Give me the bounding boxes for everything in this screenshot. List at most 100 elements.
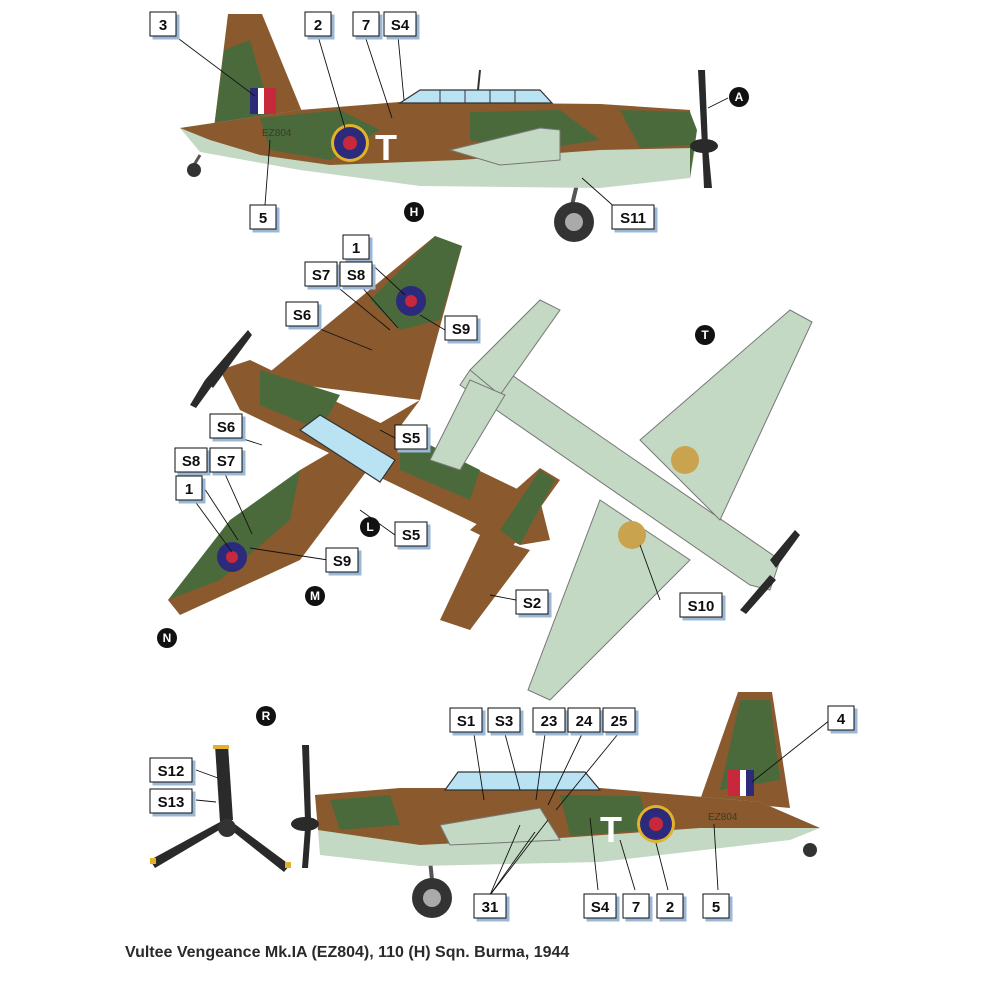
aerial-mast (477, 69, 481, 91)
svg-text:S13: S13 (158, 794, 185, 811)
callout-s8-upper: S8 (339, 261, 373, 287)
circle-callout-r: R (256, 706, 276, 726)
callout-7-top: 7 (352, 11, 380, 37)
svg-text:S7: S7 (217, 453, 235, 470)
canopy-right (443, 771, 602, 791)
callout-s10: S10 (679, 592, 723, 618)
propeller-hub (218, 819, 236, 837)
propeller-lower (740, 575, 776, 614)
canopy-upper (298, 414, 396, 483)
callout-s4-bottom: S4 (583, 893, 617, 919)
fin-flash-left (264, 88, 276, 114)
svg-text:S9: S9 (452, 321, 470, 338)
callout-s6-upper: S6 (285, 301, 319, 327)
callout-s5-upper: S5 (394, 424, 428, 450)
callout-7-bottom: 7 (622, 893, 650, 919)
callout-4: 4 (827, 705, 855, 731)
svg-text:31: 31 (482, 899, 499, 916)
callout-1-lower: 1 (175, 475, 203, 501)
propeller-detail (150, 745, 291, 872)
spinner-right (291, 817, 319, 831)
svg-text:25: 25 (611, 713, 628, 730)
wheel-well-lower-1 (671, 446, 699, 474)
svg-text:R: R (262, 709, 271, 723)
callout-s9-lower: S9 (325, 547, 359, 573)
circle-callout-a: A (729, 87, 749, 107)
svg-text:S5: S5 (402, 527, 420, 544)
callout-s3: S3 (487, 707, 521, 733)
leader-lines (174, 35, 831, 896)
svg-text:N: N (163, 631, 172, 645)
circle-callouts: A H L M N T R (157, 87, 749, 726)
side-view-right: T EZ804 (291, 692, 820, 918)
callout-s6-lower: S6 (209, 413, 243, 439)
callout-s4-top: S4 (383, 11, 417, 37)
svg-text:24: 24 (576, 713, 593, 730)
canopy-left (397, 89, 554, 104)
callout-25: 25 (602, 707, 636, 733)
fuselage-roundel-left (331, 124, 369, 162)
svg-text:S10: S10 (688, 598, 715, 615)
svg-text:4: 4 (837, 711, 846, 728)
svg-text:1: 1 (352, 240, 360, 257)
svg-text:3: 3 (159, 17, 167, 34)
svg-text:S1: S1 (457, 713, 475, 730)
callout-s8-lower: S8 (174, 447, 208, 473)
circle-callout-n: N (157, 628, 177, 648)
svg-text:S6: S6 (217, 419, 235, 436)
propeller-upper (190, 380, 212, 408)
wheel-well-lower-2 (618, 521, 646, 549)
svg-text:2: 2 (314, 17, 322, 34)
callout-31: 31 (473, 893, 507, 919)
callout-s11: S11 (611, 204, 655, 230)
code-letter-right: T (600, 809, 622, 850)
serial-right: EZ804 (708, 812, 738, 823)
callout-5-top: 5 (249, 204, 277, 230)
svg-text:M: M (310, 589, 320, 603)
plan-view-upper (168, 236, 560, 630)
propeller-right (302, 828, 311, 868)
svg-text:S8: S8 (182, 453, 200, 470)
callout-s1: S1 (449, 707, 483, 733)
callout-boxes: 3 2 7 S4 5 S11 1 S7 S8 S6 S9 S6 S5 S8 S7… (149, 11, 855, 919)
callout-s7-lower: S7 (209, 447, 243, 473)
serial-left: EZ804 (262, 128, 292, 139)
circle-callout-h: H (404, 202, 424, 222)
svg-text:S12: S12 (158, 763, 185, 780)
svg-text:7: 7 (362, 17, 370, 34)
callout-3: 3 (149, 11, 177, 37)
svg-text:S7: S7 (312, 267, 330, 284)
svg-text:S8: S8 (347, 267, 365, 284)
svg-text:1: 1 (185, 481, 193, 498)
callout-24: 24 (567, 707, 601, 733)
svg-text:S5: S5 (402, 430, 420, 447)
circle-callout-t: T (695, 325, 715, 345)
circle-callout-l: L (360, 517, 380, 537)
fuselage-roundel-right (637, 805, 675, 843)
wing-roundel-upper-port (217, 542, 247, 572)
figure-caption: Vultee Vengeance Mk.IA (EZ804), 110 (H) … (125, 944, 570, 961)
svg-text:23: 23 (541, 713, 558, 730)
plan-view-lower (429, 299, 813, 701)
svg-text:S11: S11 (620, 210, 646, 227)
svg-text:5: 5 (259, 210, 267, 227)
callout-2-bottom: 2 (656, 893, 684, 919)
svg-text:H: H (410, 205, 419, 219)
tail-wheel-right (803, 843, 817, 857)
callout-s5-lower: S5 (394, 521, 428, 547)
svg-text:7: 7 (632, 899, 640, 916)
tail-wheel-left (187, 163, 201, 177)
circle-callout-m: M (305, 586, 325, 606)
callout-2-top: 2 (304, 11, 332, 37)
svg-text:L: L (366, 520, 373, 534)
fin-flash-right (746, 770, 754, 796)
svg-text:S4: S4 (391, 17, 410, 34)
callout-1-upper: 1 (342, 234, 370, 260)
callout-5-bottom: 5 (702, 893, 730, 919)
callout-23: 23 (532, 707, 566, 733)
svg-text:S9: S9 (333, 553, 351, 570)
callout-s13: S13 (149, 788, 193, 814)
svg-text:S3: S3 (495, 713, 513, 730)
svg-text:S4: S4 (591, 899, 610, 916)
